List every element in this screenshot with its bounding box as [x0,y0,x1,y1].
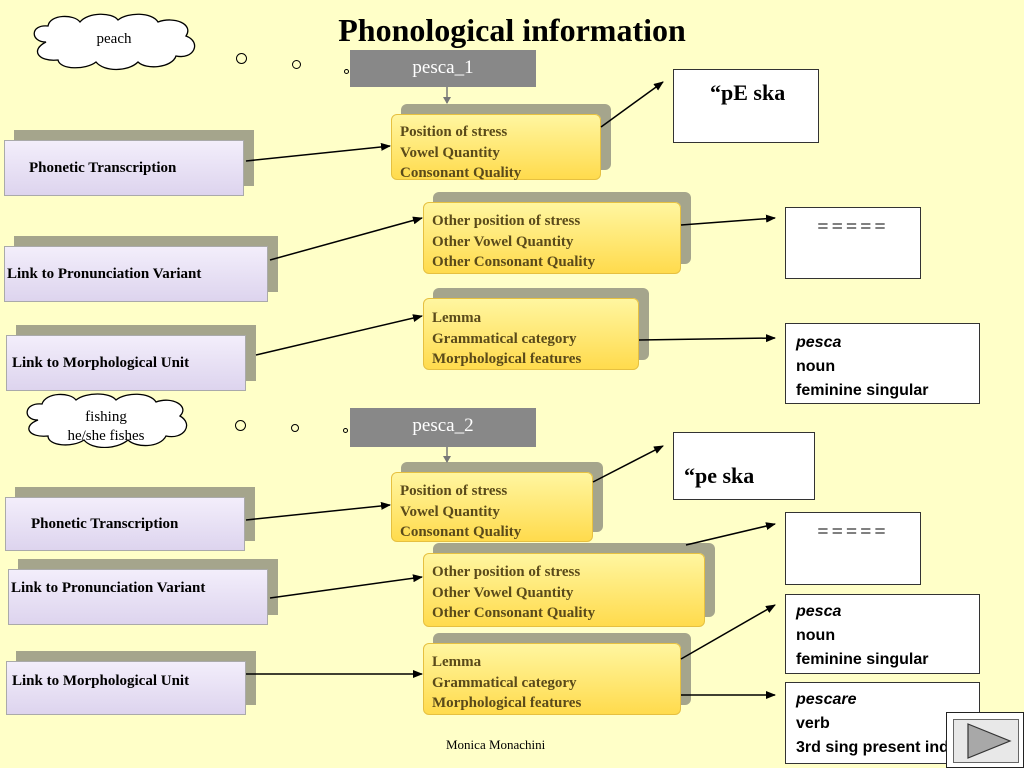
vowel-line: Vowel Quantity [400,144,500,161]
cloud-line-2: he/she fishes [67,428,145,444]
other-consonant-line: Other Consonant Quality [432,605,596,621]
stress-info-box: Position of stress Vowel Quantity Conson… [391,114,601,181]
consonant-line: Consonant Quality [400,165,522,181]
thought-dot [236,53,247,64]
morph-features: feminine singular [796,382,929,399]
thought-dot [291,424,299,432]
cloud-line-1: fishing [85,409,127,425]
page-title: Phonological information [338,12,686,48]
transcription-text: “pe ska [684,463,755,488]
other-vowel-line: Other Vowel Quantity [432,233,574,250]
morphological-unit-box: Link to Morphological Unit [6,335,246,391]
morph-features-line: Morphological features [432,695,582,711]
phonetic-transcription-box: Phonetic Transcription [4,140,244,196]
morphological-unit-box: Link to Morphological Unit [6,661,246,715]
arrow [269,574,423,599]
cloud-text: peach [96,31,132,47]
arrow [600,81,664,128]
morph-value-box: pesca noun feminine singular [785,323,980,404]
morph-lemma: pescare [796,691,857,708]
cloud-text: fishing he/she fishes [20,408,192,446]
stress-info-box: Position of stress Vowel Quantity Conson… [391,472,593,542]
arrow [255,314,423,356]
transcription-box: “pE ska [673,69,819,143]
thought-cloud-fishing [26,393,188,448]
lemma-line: Lemma [432,654,482,670]
pronunciation-variant-box: Link to Pronunciation Variant [4,246,268,302]
entry-tab-pesca-2: pesca_2 [350,408,536,447]
next-slide-button[interactable] [946,712,1024,768]
thought-dot [292,60,301,69]
thought-cloud-peach [33,13,196,71]
thought-dot [343,428,348,433]
morph-lemma: pesca [796,603,842,620]
phonetic-transcription-box: Phonetic Transcription [5,497,245,551]
morph-value-box: pesca noun feminine singular [785,594,980,674]
lemma-info-box: Lemma Grammatical category Morphological… [423,298,639,370]
next-slide-button-face[interactable] [953,719,1019,763]
stress-line: Position of stress [400,483,508,499]
variant-value-box: ===== [785,207,921,279]
stress-line: Position of stress [400,124,508,140]
morph-category: noun [796,358,836,375]
other-stress-info-box: Other position of stress Other Vowel Qua… [423,202,681,274]
thought-dot [344,69,349,74]
variant-value-box: ===== [785,512,921,585]
morph-lemma: pesca [796,334,842,351]
transcription-text: “pE ska [710,80,786,105]
thought-dot [235,420,246,431]
arrow [269,216,423,261]
transcription-box: “pe ska [673,432,815,500]
other-stress-line: Other position of stress [432,564,581,580]
entry-tab-pesca-1: pesca_1 [350,50,536,87]
lemma-info-box: Lemma Grammatical category Morphological… [423,643,681,715]
grammatical-category-line: Grammatical category [432,674,577,691]
morph-features: feminine singular [796,651,929,668]
vowel-line: Vowel Quantity [400,503,500,520]
consonant-line: Consonant Quality [400,524,522,540]
other-stress-info-box: Other position of stress Other Vowel Qua… [423,553,705,627]
lemma-line: Lemma [432,310,482,326]
morph-features-line: Morphological features [432,351,582,367]
other-consonant-line: Other Consonant Quality [432,254,596,270]
morph-category: noun [796,627,836,644]
other-vowel-line: Other Vowel Quantity [432,584,574,601]
arrow [680,604,776,660]
arrow [638,334,776,343]
pronunciation-variant-box: Link to Pronunciation Variant [8,569,268,625]
other-stress-line: Other position of stress [432,213,581,229]
footer-author: Monica Monachini [446,737,546,752]
arrow [680,214,776,226]
arrow [592,445,664,483]
play-triangle-icon [967,723,1012,759]
arrow [245,142,391,162]
morph-category: verb [796,715,830,732]
variant-value-text: ===== [817,216,889,238]
arrow [685,522,776,546]
grammatical-category-line: Grammatical category [432,330,577,347]
arrow [245,501,391,521]
variant-value-text: ===== [817,521,889,543]
morph-features: 3rd sing present ind [796,739,949,756]
